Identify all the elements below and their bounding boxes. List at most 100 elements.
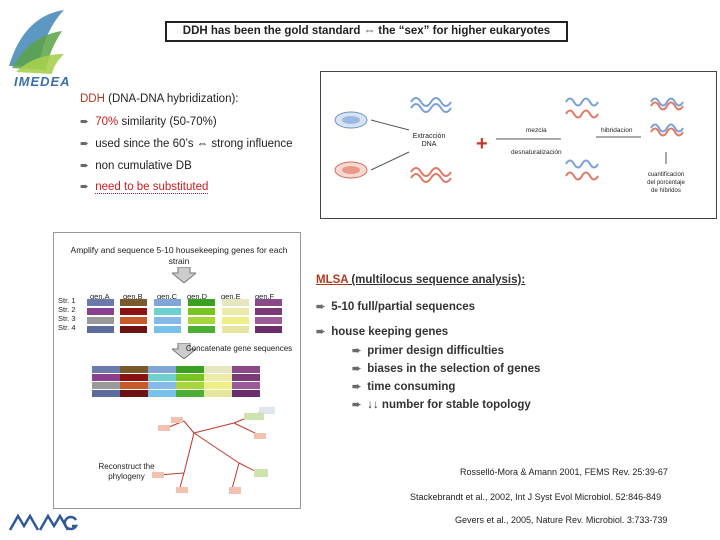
ddh-heading-rest: (DNA-DNA hybridization): bbox=[104, 93, 239, 105]
concat-cell bbox=[148, 390, 176, 397]
mlsa-sub-3-text: time consuming bbox=[367, 381, 456, 393]
gene-cell bbox=[255, 326, 282, 333]
concat-cell bbox=[232, 374, 260, 381]
gene-label-f: gen.F bbox=[255, 292, 275, 301]
mlsa-acronym: MLSA bbox=[316, 274, 349, 286]
concat-cell bbox=[232, 390, 260, 397]
gene-cell bbox=[154, 317, 181, 324]
svg-text:de híbridos: de híbridos bbox=[651, 188, 681, 194]
mmg-logo-icon bbox=[8, 513, 78, 531]
concat-cell bbox=[92, 390, 120, 397]
phylogeny-tree-icon bbox=[152, 407, 275, 494]
arrow-icon: ➨ bbox=[80, 138, 90, 150]
reference-2: Stackebrandt et al., 2002, Int J Syst Ev… bbox=[410, 492, 662, 502]
gene-label-c: gen.C bbox=[157, 292, 178, 301]
arrow-icon: ➨ bbox=[316, 301, 326, 313]
gene-label-a: gen.A bbox=[90, 292, 110, 301]
concat-cell bbox=[92, 374, 120, 381]
gene-cell bbox=[188, 308, 215, 315]
concat-cell bbox=[204, 390, 232, 397]
arrow-icon: ➨ bbox=[80, 160, 90, 172]
ddh-bullet-1-text: similarity (50-70%) bbox=[118, 116, 217, 128]
down-arrow-icon bbox=[172, 343, 196, 359]
mlsa-bullet-2-text: house keeping genes bbox=[331, 326, 449, 338]
ddh-heading: DDH (DNA-DNA hybridization): bbox=[80, 93, 239, 105]
ddh-bullet-1: ➨70% similarity (50-70%) bbox=[80, 115, 217, 128]
gene-label-e: gen.E bbox=[221, 292, 241, 301]
concat-cell bbox=[176, 366, 204, 373]
gene-cell bbox=[255, 308, 282, 315]
ddh-bullet-3-text: non cumulative DB bbox=[95, 160, 192, 172]
mlsa-sub-3: ➨ time consuming bbox=[352, 380, 455, 393]
gene-cell bbox=[87, 326, 114, 333]
ddh-diagram: Extracción DNA + mezcla desnaturalizació… bbox=[320, 71, 717, 219]
gene-cell bbox=[222, 308, 249, 315]
mlsa-sub-4: ➨ ↓↓ number for stable topology bbox=[352, 398, 531, 411]
mlsa-heading: MLSA (multilocus sequence analysis): bbox=[316, 274, 525, 286]
concatenate-text: Concatenate gene sequences bbox=[185, 344, 293, 353]
mlsa-diagram: Amplify and sequence 5-10 housekeeping g… bbox=[53, 232, 301, 509]
concat-cell bbox=[120, 390, 148, 397]
gene-cell bbox=[87, 317, 114, 324]
gene-cell bbox=[120, 317, 147, 324]
gene-cell bbox=[222, 317, 249, 324]
ddh-bullet-2: ➨ used since the 60’s ⇔ strong influence bbox=[80, 137, 293, 150]
reference-3: Gevers et al., 2005, Nature Rev. Microbi… bbox=[455, 515, 668, 525]
arrow-icon: ➨ bbox=[352, 381, 362, 393]
mlsa-sub-2-text: biases in the selection of genes bbox=[367, 363, 541, 375]
arrow-icon: ➨ bbox=[352, 399, 362, 411]
mlsa-sub-1: ➨ primer design difficulties bbox=[352, 344, 504, 357]
gene-cell bbox=[154, 326, 181, 333]
amplify-text: Amplify and sequence 5-10 housekeeping g… bbox=[70, 245, 288, 266]
mlsa-sub-2: ➨biases in the selection of genes bbox=[352, 362, 540, 375]
reference-1: Rosselló-Mora & Amann 2001, FEMS Rev. 25… bbox=[460, 467, 668, 477]
mlsa-heading-rest: (multilocus sequence analysis): bbox=[348, 274, 526, 286]
mlsa-bullet-2: ➨ house keeping genes bbox=[316, 325, 448, 338]
ddh-bullet-3: ➨ non cumulative DB bbox=[80, 159, 192, 172]
concat-cell bbox=[204, 382, 232, 389]
gene-cell bbox=[255, 317, 282, 324]
down-arrow-icon bbox=[172, 267, 196, 283]
mlsa-bullet-1: ➨5-10 full/partial sequences bbox=[316, 300, 475, 313]
concat-cell bbox=[120, 374, 148, 381]
svg-text:hibridacion: hibridacion bbox=[601, 127, 633, 134]
arrow-icon: ➨ bbox=[80, 181, 90, 193]
concat-cell bbox=[148, 382, 176, 389]
arrow-icon: ➨ bbox=[352, 345, 362, 357]
strain-label-2: Str. 2 bbox=[58, 305, 76, 314]
concat-cell bbox=[176, 374, 204, 381]
ddh-bullet-2-text: used since the 60’s ⇔ strong influence bbox=[95, 138, 293, 150]
ddh-bullet-4-text: need to be substituted bbox=[95, 181, 209, 194]
arrow-icon: ➨ bbox=[316, 326, 326, 338]
ddh-acronym: DDH bbox=[80, 93, 105, 105]
gene-cell bbox=[87, 299, 114, 306]
concat-cell bbox=[204, 374, 232, 381]
gene-cell bbox=[120, 299, 147, 306]
ddh-bullet-4: ➨ need to be substituted bbox=[80, 180, 209, 194]
imedea-logo-icon bbox=[9, 10, 64, 74]
strain-label-1: Str. 1 bbox=[58, 296, 76, 305]
mlsa-sub-4-text: ↓↓ number for stable topology bbox=[367, 399, 531, 411]
gene-cell bbox=[188, 317, 215, 324]
gene-cell bbox=[120, 308, 147, 315]
gene-cell bbox=[120, 326, 147, 333]
concat-cell bbox=[92, 366, 120, 373]
concat-cell bbox=[204, 366, 232, 373]
gene-label-d: gen.D bbox=[187, 292, 208, 301]
gene-cell bbox=[154, 299, 181, 306]
logo-text: IMEDEA bbox=[14, 74, 71, 89]
concat-cell bbox=[232, 382, 260, 389]
concat-cell bbox=[232, 366, 260, 373]
svg-text:cuantificacion: cuantificacion bbox=[648, 172, 684, 178]
arrow-icon: ➨ bbox=[80, 116, 90, 128]
mlsa-sub-1-text: primer design difficulties bbox=[367, 345, 504, 357]
concat-cell bbox=[148, 374, 176, 381]
concat-cell bbox=[120, 366, 148, 373]
concat-cell bbox=[176, 390, 204, 397]
gene-cell bbox=[255, 299, 282, 306]
gene-cell bbox=[222, 299, 249, 306]
gene-cell bbox=[222, 326, 249, 333]
svg-text:Extracción: Extracción bbox=[413, 133, 446, 140]
ddh-diagram-figure: Extracción DNA + mezcla desnaturalizació… bbox=[334, 97, 686, 194]
gene-cell bbox=[188, 299, 215, 306]
